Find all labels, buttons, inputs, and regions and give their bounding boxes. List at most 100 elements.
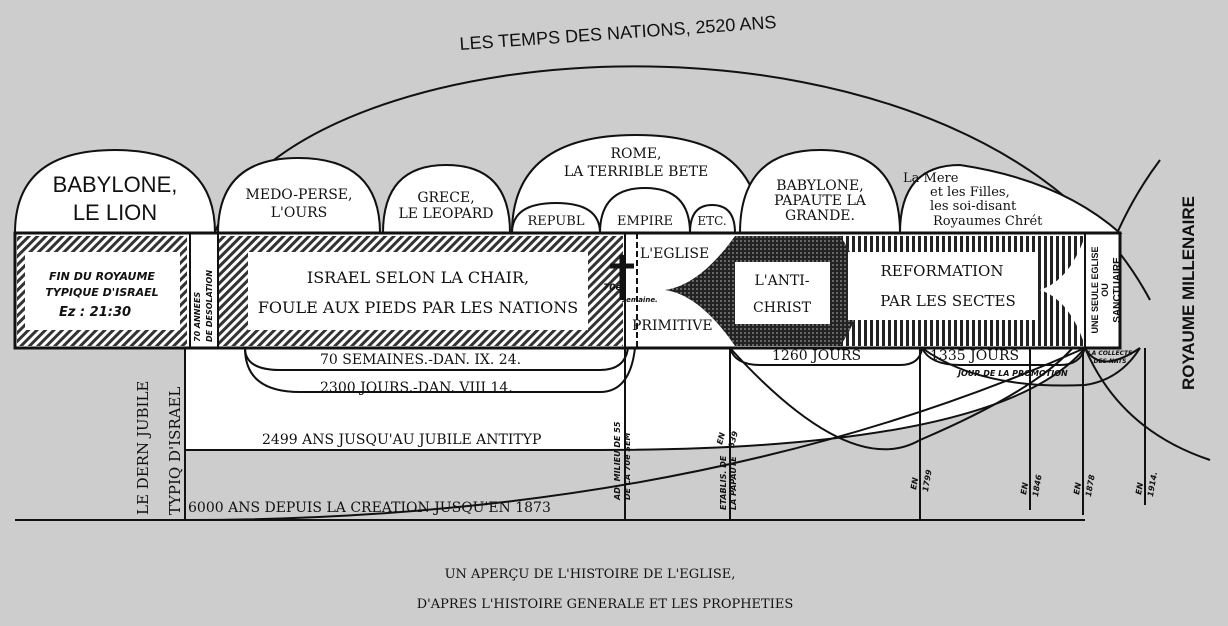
mother-label-4: Royaumes Chrét bbox=[933, 214, 1043, 229]
promotion-label: JOUR DE LA PROMOTION bbox=[956, 369, 1068, 378]
end-kingdom-label: FIN DU ROYAUME bbox=[49, 270, 155, 283]
dome-grece bbox=[381, 163, 512, 234]
one-church-label: UNE SEULE EGLISE bbox=[1090, 246, 1100, 333]
times-of-nations-label: LES TEMPS DES NATIONS, 2520 ANS bbox=[459, 12, 777, 54]
seventy-weeks-label: 70 SEMAINES.-DAN. IX. 24. bbox=[320, 352, 521, 368]
caption-line-2: D'APRES L'HISTOIRE GENERALE ET LES PROPH… bbox=[417, 597, 794, 612]
israel-label-2: FOULE AUX PIEDS PAR LES NATIONS bbox=[258, 298, 578, 317]
last-jubilee-label-2: TYPIQ D'ISRAEL bbox=[166, 387, 184, 515]
date-1878: EN bbox=[1072, 482, 1083, 496]
early-church-label: L'EGLISE bbox=[640, 246, 709, 262]
end-kingdom-ref: Ez : 21:30 bbox=[59, 305, 131, 320]
rome-label-2: LA TERRIBLE BETE bbox=[564, 164, 708, 180]
republ-label: REPUBL bbox=[528, 214, 585, 229]
date-1799-year: 1799 bbox=[921, 469, 934, 493]
reformation-box bbox=[848, 252, 1038, 320]
svg-text:EN1914.: EN1914. bbox=[1134, 469, 1159, 498]
svg-text:EN1799: EN1799 bbox=[909, 466, 934, 492]
medo-perse-label-2: L'OURS bbox=[271, 205, 328, 221]
antichrist-label: L'ANTI- bbox=[754, 273, 809, 289]
dome-papacy bbox=[738, 148, 902, 234]
date-ad-label: AD. MILIEU DE 55 bbox=[613, 421, 622, 501]
svg-text:ROME,LA TERRIBLE BETE: ROME, LA TERRIBLE BETE bbox=[564, 146, 708, 180]
desolation-label-2: DE DESOLATION bbox=[205, 270, 214, 342]
papacy-established-label-2: LA PAPAUTE bbox=[729, 456, 738, 510]
1335-days-label: 1335 JOURS bbox=[930, 348, 1019, 364]
2300-days-label: 2300 JOURS.-DAN. VIII 14. bbox=[320, 380, 513, 396]
date-539-year: 539 bbox=[727, 430, 740, 449]
papacy-label: BABYLONE, bbox=[776, 178, 863, 194]
arc-1260 bbox=[729, 347, 923, 366]
date-1846-year: 1846 bbox=[1031, 474, 1044, 498]
end-kingdom-label-2: TYPIQUE D'ISRAEL bbox=[45, 286, 158, 299]
grece-label: GRECE, bbox=[417, 190, 474, 206]
israel-box bbox=[248, 252, 588, 330]
dome-babylon bbox=[13, 148, 217, 234]
collecte-label-2: DES NATS bbox=[1094, 358, 1127, 365]
svg-text:ISRAEL SELON LA CHAIR,FOULE AU: ISRAEL SELON LA CHAIR, FOULE AUX PIEDS PA… bbox=[258, 268, 578, 317]
date-1914-year: 1914. bbox=[1146, 471, 1159, 497]
one-church-label-2: OU bbox=[1100, 283, 1110, 297]
dome-etc bbox=[688, 203, 737, 234]
svg-text:EN1878: EN1878 bbox=[1072, 471, 1097, 497]
early-church-label-2: PRIMITIVE bbox=[632, 318, 713, 334]
date-1914: EN bbox=[1134, 482, 1145, 496]
arc-promotion bbox=[921, 347, 1141, 387]
svg-text:GRECE,LE LEOPARD: GRECE,LE LEOPARD bbox=[399, 190, 494, 222]
date-ad-label-2: DE LA 70e SEM bbox=[623, 432, 632, 500]
etc-label: ETC. bbox=[697, 214, 726, 228]
svg-text:AD. MILIEU DE 55DE LA 70e SEM: AD. MILIEU DE 55DE LA 70e SEM bbox=[613, 421, 632, 501]
date-539: EN bbox=[715, 431, 727, 445]
svg-text:L'ANTI-CHRIST: L'ANTI-CHRIST bbox=[753, 273, 812, 316]
dome-medo-perse bbox=[216, 156, 382, 234]
end-kingdom-box bbox=[25, 252, 180, 330]
reformation-label-2: PAR LES SECTES bbox=[880, 292, 1016, 310]
dome-mother-daughters bbox=[898, 163, 1123, 234]
papacy-established-label: ETABLIS. DE bbox=[719, 455, 728, 510]
svg-text:MEDO-PERSE,L'OURS: MEDO-PERSE,L'OURS bbox=[246, 187, 353, 221]
2499-years-label: 2499 ANS JUSQU'AU JUBILE ANTITYP bbox=[262, 432, 541, 448]
mother-label: La Mere bbox=[903, 171, 959, 186]
1260-days-label: 1260 JOURS bbox=[772, 348, 861, 364]
reformation-label: REFORMATION bbox=[881, 262, 1004, 280]
babylon-label-2: LE LION bbox=[73, 200, 157, 225]
desolation-label: 70 ANNEES bbox=[193, 292, 202, 342]
svg-text:ETABLIS. DELA PAPAUTE: ETABLIS. DELA PAPAUTE bbox=[719, 455, 738, 510]
israel-label: ISRAEL SELON LA CHAIR, bbox=[307, 268, 529, 287]
babylon-label: BABYLONE, bbox=[53, 172, 178, 197]
date-1799: EN bbox=[909, 477, 920, 491]
date-1846: EN bbox=[1019, 482, 1030, 496]
mother-label-3: les soi-disant bbox=[930, 199, 1017, 214]
empire-label: EMPIRE bbox=[617, 214, 673, 229]
dome-empire bbox=[598, 186, 692, 234]
svg-text:EN1846: EN1846 bbox=[1019, 471, 1044, 497]
svg-text:EN539: EN539 bbox=[715, 427, 740, 449]
papacy-label-3: GRANDE. bbox=[785, 208, 855, 224]
arc-70-weeks bbox=[244, 347, 629, 371]
date-1878-year: 1878 bbox=[1084, 474, 1097, 498]
one-church-label-3: SANCTUAIRE bbox=[1112, 257, 1123, 323]
svg-text:UN APERÇU DE L'HISTOIRE DE L'E: UN APERÇU DE L'HISTOIRE DE L'EGLISE, D'AP… bbox=[417, 567, 794, 612]
rome-label: ROME, bbox=[610, 146, 661, 162]
collecte-label: LA COLLECTE bbox=[1088, 350, 1133, 357]
arc-1335 bbox=[921, 347, 1086, 366]
antichrist-box bbox=[735, 262, 830, 324]
last-jubilee-label: LE DERN JUBILE bbox=[134, 381, 152, 515]
mother-label-2: et les Filles, bbox=[930, 185, 1010, 200]
dome-republ bbox=[510, 201, 602, 234]
grece-label-2: LE LEOPARD bbox=[399, 206, 494, 222]
6000-years-label: 6000 ANS DEPUIS LA CREATION JUSQU'EN 187… bbox=[188, 500, 551, 516]
millennial-kingdom-label: ROYAUME MILLENAIRE bbox=[1179, 196, 1198, 390]
seventieth-week-label: 70e bbox=[603, 283, 622, 293]
caption-line-1: UN APERÇU DE L'HISTOIRE DE L'EGLISE, bbox=[445, 567, 736, 582]
